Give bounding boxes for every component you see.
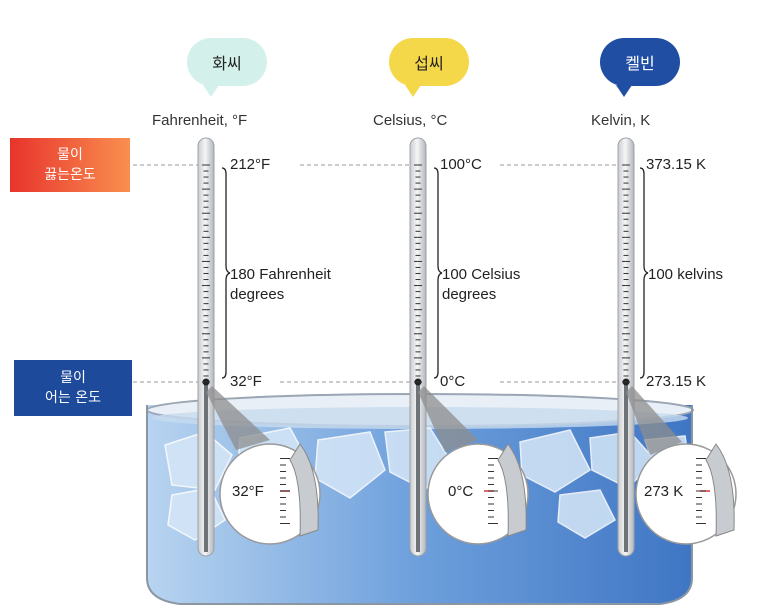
- fahrenheit-boiling-temp: 212°F: [230, 156, 271, 173]
- celsius-zoom-value: 0°C: [448, 483, 474, 500]
- fahrenheit-range-line2: degrees: [230, 286, 285, 303]
- kelvin-freezing-temp: 273.15 K: [646, 373, 707, 390]
- celsius-range-line2: degrees: [442, 286, 497, 303]
- celsius-scale-name: Celsius, °C: [373, 112, 448, 129]
- kelvin-range-line1: 100 kelvins: [648, 266, 724, 283]
- celsius-thermometer: [409, 137, 427, 557]
- kelvin-scale-name: Kelvin, K: [591, 112, 651, 129]
- fahrenheit-range-line1: 180 Fahrenheit: [230, 266, 331, 283]
- kelvin-thermometer: [617, 137, 635, 557]
- kelvin-zoom-circle: [635, 443, 737, 545]
- celsius-freezing-temp: 0°C: [440, 373, 466, 390]
- celsius-bubble: 섭씨: [389, 38, 469, 97]
- celsius-range-line1: 100 Celsius: [442, 266, 521, 283]
- fahrenheit-zoom-value: 32°F: [232, 483, 264, 500]
- zoom-cones: [206, 386, 682, 455]
- celsius-zoom-circle: [427, 443, 529, 545]
- kelvin-bubble: 켈빈: [600, 38, 680, 97]
- fahrenheit-zoom-circle: [219, 443, 321, 545]
- fahrenheit-bubble: 화씨: [187, 38, 267, 97]
- kelvin-boiling-temp: 373.15 K: [646, 156, 707, 173]
- zoom-ticks: [280, 458, 706, 524]
- fahrenheit-range-label: 180 Fahrenheit degrees: [230, 265, 331, 305]
- kelvin-range-label: 100 kelvins: [648, 265, 723, 285]
- celsius-boiling-temp: 100°C: [440, 156, 482, 173]
- thermometer-ticks: [202, 164, 630, 383]
- range-brackets: [221, 167, 649, 379]
- fahrenheit-thermometer: [197, 137, 215, 557]
- celsius-range-label: 100 Celsius degrees: [442, 265, 520, 305]
- kelvin-zoom-value: 273 K: [644, 483, 684, 500]
- freezing-label-line2: 어는 온도: [45, 390, 101, 406]
- freezing-point-label: 물이 어는 온도: [14, 360, 132, 416]
- freezing-label-line1: 물이: [60, 370, 86, 386]
- celsius-bubble-label: 섭씨: [414, 54, 444, 73]
- fahrenheit-freezing-temp: 32°F: [230, 373, 262, 390]
- boiling-label-line2: 끓는온도: [44, 167, 96, 183]
- boiling-point-label: 물이 끓는온도: [10, 138, 130, 192]
- fahrenheit-scale-name: Fahrenheit, °F: [152, 112, 248, 129]
- boiling-label-line1: 물이: [57, 147, 83, 163]
- kelvin-bubble-label: 켈빈: [625, 54, 655, 73]
- fahrenheit-bubble-label: 화씨: [212, 54, 242, 73]
